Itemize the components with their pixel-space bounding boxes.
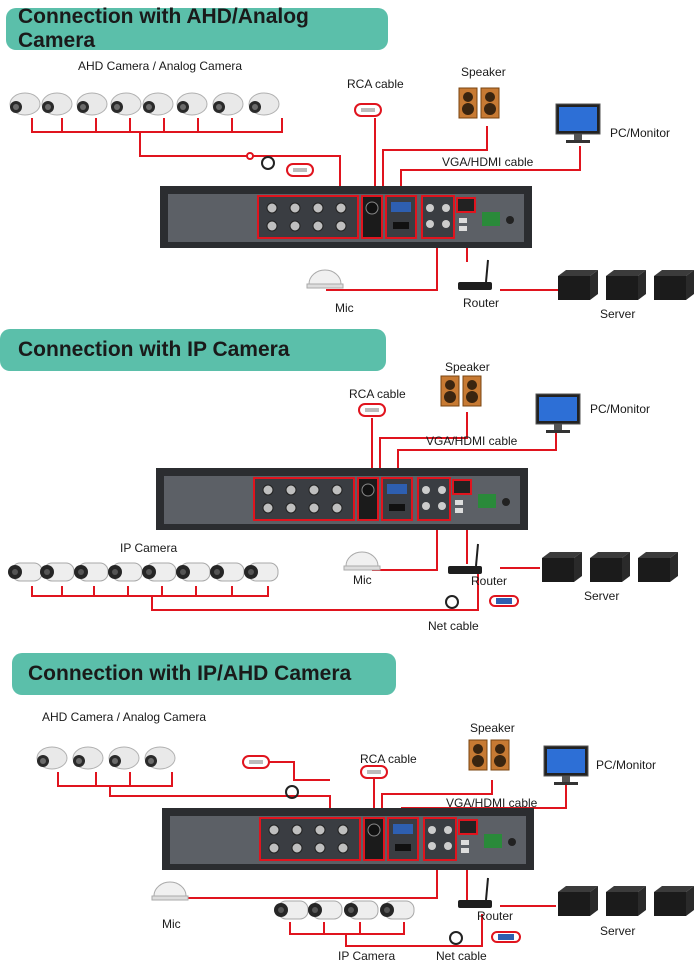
router-icon — [447, 543, 483, 575]
speaker-icon — [468, 739, 510, 771]
server-icon — [558, 270, 598, 300]
section-1-title: Connection with AHD/Analog Camera — [6, 5, 388, 52]
section-2-diagram: RCA cable Speaker PC/Monitor VGA/HDMI ca… — [7, 360, 678, 633]
rca-cable-icon — [354, 103, 382, 117]
label-server: Server — [600, 307, 635, 321]
label-vga: VGA/HDMI cable — [446, 796, 538, 810]
monitor-icon — [543, 745, 589, 786]
dvr-icon — [159, 185, 533, 249]
label-ipcam: IP Camera — [120, 541, 177, 555]
label-vga: VGA/HDMI cable — [442, 155, 534, 169]
mic-icon — [343, 551, 381, 571]
label-speaker: Speaker — [461, 65, 506, 79]
label-router: Router — [477, 909, 513, 923]
cable-coil-icon — [261, 156, 275, 170]
label-monitor: PC/Monitor — [610, 126, 670, 140]
label-net: Net cable — [436, 949, 487, 963]
label-router: Router — [463, 296, 499, 310]
analog-camera-row — [36, 746, 176, 770]
dvr-icon — [155, 467, 529, 531]
label-monitor: PC/Monitor — [596, 758, 656, 772]
mic-icon — [306, 269, 344, 289]
rca-cable-icon — [358, 403, 386, 417]
server-icon — [542, 552, 582, 582]
net-cable-coil-icon — [445, 595, 459, 609]
speaker-icon — [458, 87, 500, 119]
label-net: Net cable — [428, 619, 479, 633]
label-speaker: Speaker — [470, 721, 515, 735]
server-icon — [558, 886, 598, 916]
label-vga: VGA/HDMI cable — [426, 434, 518, 448]
speaker-icon — [440, 375, 482, 407]
dvr-icon — [161, 807, 535, 871]
label-monitor: PC/Monitor — [590, 402, 650, 416]
label-mic: Mic — [335, 301, 354, 315]
label-ipcam: IP Camera — [338, 949, 395, 963]
section-3-diagram: AHD Camera / Analog Camera Speaker RCA c… — [36, 710, 694, 963]
cable-coil-icon — [285, 785, 299, 799]
ip-camera-row — [273, 900, 415, 920]
bnc-cable-icon — [242, 755, 270, 769]
label-router: Router — [471, 574, 507, 588]
label-speaker: Speaker — [445, 360, 490, 374]
label-rca: RCA cable — [349, 387, 406, 401]
section-2-title: Connection with IP Camera — [0, 329, 386, 371]
label-server: Server — [584, 589, 619, 603]
label-rca: RCA cable — [360, 752, 417, 766]
router-icon — [457, 877, 493, 909]
rca-cable-icon — [360, 765, 388, 779]
mic-icon — [151, 881, 189, 901]
label-cameras: AHD Camera / Analog Camera — [42, 710, 206, 724]
net-cable-coil-icon — [449, 931, 463, 945]
label-server: Server — [600, 924, 635, 938]
analog-camera-row — [9, 92, 280, 116]
section-1-diagram: AHD Camera / Analog Camera RCA cable Spe… — [9, 59, 694, 321]
label-mic: Mic — [353, 573, 372, 587]
monitor-icon — [555, 103, 601, 144]
bnc-cable-icon — [286, 163, 314, 177]
ip-camera-row — [7, 562, 279, 582]
monitor-icon — [535, 393, 581, 434]
router-icon — [457, 259, 493, 291]
label-rca: RCA cable — [347, 77, 404, 91]
section-3-title: Connection with IP/AHD Camera — [12, 653, 396, 695]
label-cameras: AHD Camera / Analog Camera — [78, 59, 242, 73]
label-mic: Mic — [162, 917, 181, 931]
